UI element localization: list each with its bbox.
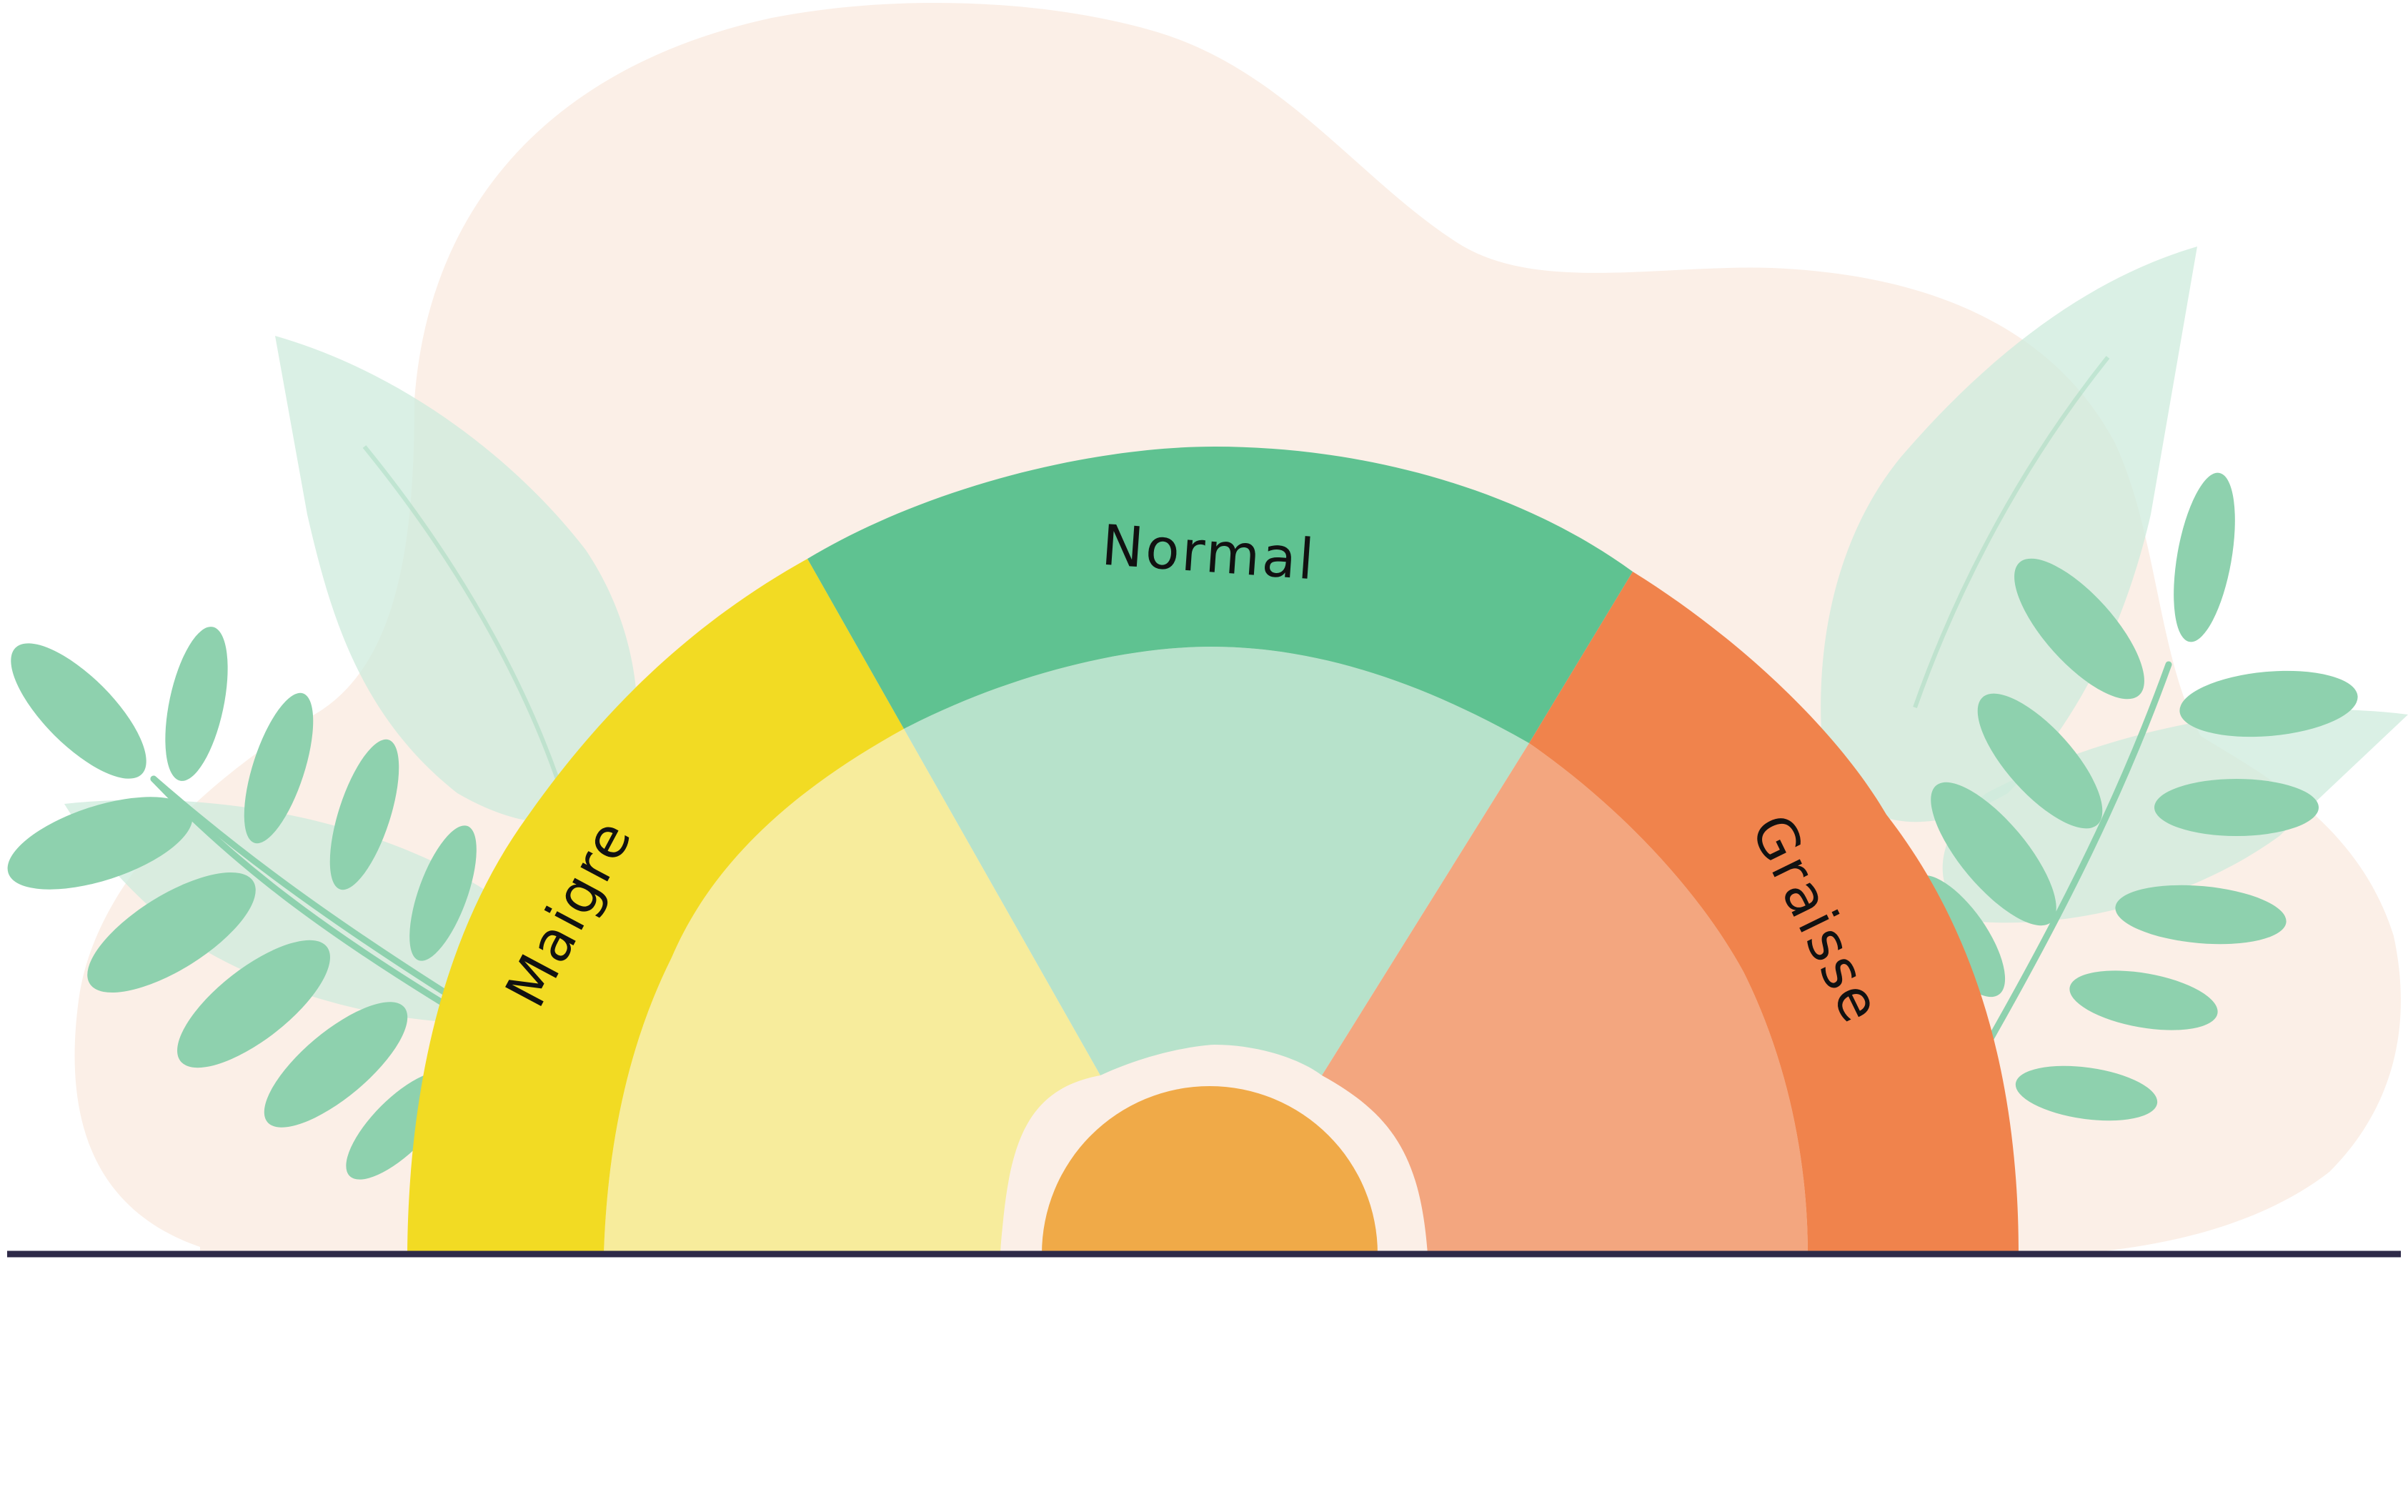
right-leaf-7 — [2115, 885, 2287, 945]
left-leaf-9 — [264, 1002, 408, 1128]
gauge-label-normal: Normal — [1100, 514, 1318, 593]
pale-leaf-left-tall — [275, 336, 638, 823]
right-leaf-9 — [2069, 970, 2218, 1030]
right-leaf-3 — [2179, 670, 2358, 737]
left-leaf-7 — [177, 940, 330, 1068]
right-leaf-2 — [2014, 558, 2144, 700]
gauge-band-maigre — [407, 559, 904, 1254]
right-leaf-1 — [2174, 472, 2235, 642]
left-leaf-6 — [329, 739, 399, 890]
right-leaf-10 — [2015, 1065, 2158, 1121]
pale-leaf-left-low — [64, 800, 532, 1023]
left-leaf-8 — [409, 825, 477, 961]
gauge: Maigre Normal Graisse — [407, 447, 2019, 1254]
gauge-band-graisse — [1529, 572, 2019, 1254]
left-leaf-2 — [165, 627, 228, 781]
right-leaf-4 — [1977, 693, 2103, 829]
pale-leaf-vein-left — [362, 445, 559, 780]
left-leaf-4 — [244, 692, 314, 844]
left-leaf-branch — [7, 627, 477, 1180]
right-leaf-5 — [2154, 779, 2319, 836]
right-branch-stem — [1986, 661, 2172, 1043]
gauge-hub — [1042, 1086, 1378, 1254]
gauge-inner-graisse — [1322, 743, 1808, 1254]
gauge-band-normal — [807, 447, 1633, 743]
left-leaf-5 — [87, 872, 256, 993]
gauge-inner-normal — [904, 647, 1529, 1075]
left-leaf-3 — [7, 797, 193, 890]
pale-leaf-right-tall — [1821, 247, 2197, 822]
right-leaf-6 — [1931, 782, 2056, 926]
gauge-inner-maigre — [604, 729, 1100, 1254]
right-leaf-branch — [1910, 472, 2358, 1121]
pale-leaf-vein-right — [1913, 356, 2110, 708]
left-leaf-1 — [11, 643, 146, 779]
